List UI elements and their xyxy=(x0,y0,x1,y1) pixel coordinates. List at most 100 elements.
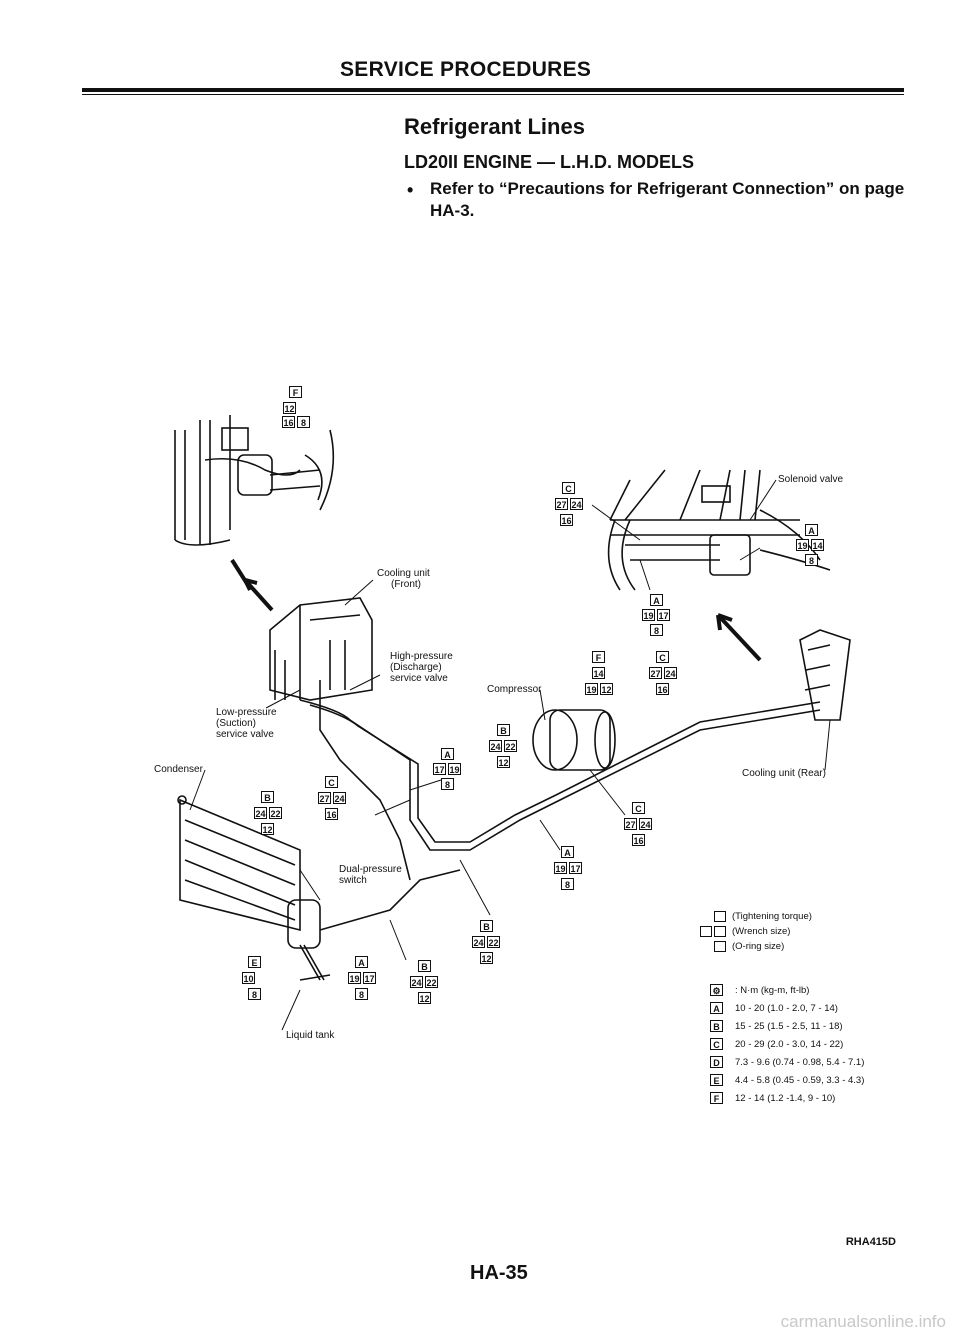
wrench-box-icon xyxy=(714,926,726,937)
wrench-size: 22 xyxy=(487,936,500,948)
callout-oring: 8 xyxy=(355,988,368,1000)
wrench-size: 19 xyxy=(554,862,567,874)
wrench-size: 22 xyxy=(425,976,438,988)
legend-oring-size: (O-ring size) xyxy=(714,941,784,952)
callout-oring: 12 xyxy=(497,756,510,768)
oring-box-icon xyxy=(714,941,726,952)
wrench-size: 17 xyxy=(433,763,446,775)
callout-c-compressor: C xyxy=(656,651,669,663)
torque-letter: A xyxy=(355,956,368,968)
callout-c-mid: C xyxy=(325,776,338,788)
label-liquid-tank: Liquid tank xyxy=(286,1030,335,1041)
torque-row-e: E 4.4 - 5.8 (0.45 - 0.59, 3.3 - 4.3) xyxy=(710,1074,864,1086)
callout-a-solenoid-right: A xyxy=(805,524,818,536)
oring-size: 16 xyxy=(282,416,295,428)
wrench-size: 19 xyxy=(642,609,655,621)
wrench-size: 24 xyxy=(639,818,652,830)
oring-size: 8 xyxy=(561,878,574,890)
label-low-pressure-valve: Low-pressure (Suction) service valve xyxy=(216,707,277,740)
oring-size: 8 xyxy=(650,624,663,636)
torque-letter: B xyxy=(497,724,510,736)
label-cooling-unit-front: Cooling unit (Front) xyxy=(377,568,430,590)
wrench-size: 22 xyxy=(504,740,517,752)
oring-size: 16 xyxy=(656,683,669,695)
callout-a-right: A xyxy=(561,846,574,858)
callout-wrench: 27 24 xyxy=(624,818,652,830)
header-rule-thin xyxy=(82,94,904,95)
torque-letter: C xyxy=(325,776,338,788)
oring-size: 12 xyxy=(480,952,493,964)
callout-wrench: 24 22 xyxy=(489,740,517,752)
callout-a-mid: A xyxy=(441,748,454,760)
wrench-size: 14 xyxy=(592,667,605,679)
callout-wrench: 27 24 xyxy=(318,792,346,804)
label-high-pressure-valve: High-pressure (Discharge) service valve xyxy=(390,651,453,684)
wrench-size: 22 xyxy=(269,807,282,819)
callout-wrench: 14 xyxy=(592,667,605,679)
torque-letter: E xyxy=(248,956,261,968)
torque-wrench-icon: ⚙ xyxy=(710,984,723,996)
callout-e-tank: E xyxy=(248,956,261,968)
callout-oring: 12 xyxy=(261,823,274,835)
torque-letter: B xyxy=(480,920,493,932)
callout-wrench: 24 22 xyxy=(410,976,438,988)
figure-code: RHA415D xyxy=(845,1236,896,1248)
callout-oring: 16 xyxy=(632,834,645,846)
callout-wrench: 24 22 xyxy=(472,936,500,948)
page-header-title: SERVICE PROCEDURES xyxy=(340,58,592,81)
torque-letter: A xyxy=(650,594,663,606)
oring-size: 12 xyxy=(418,992,431,1004)
label-cooling-unit-rear: Cooling unit (Rear) xyxy=(742,768,826,779)
torque-row-f: F 12 - 14 (1.2 -1.4, 9 - 10) xyxy=(710,1092,835,1104)
oring-size: 8 xyxy=(248,988,261,1000)
wrench-size: 24 xyxy=(664,667,677,679)
legend-tightening-torque: (Tightening torque) xyxy=(714,911,812,922)
oring-size: 12 xyxy=(497,756,510,768)
callout-wrench-top-left: 12 xyxy=(283,402,296,414)
oring-size: 16 xyxy=(325,808,338,820)
torque-letter: C xyxy=(632,802,645,814)
callout-wrench: 19 17 xyxy=(348,972,376,984)
callout-oring: 19 12 xyxy=(585,683,613,695)
torque-letter: B xyxy=(418,960,431,972)
torque-letter: A xyxy=(561,846,574,858)
callout-wrench: 10 xyxy=(242,972,255,984)
torque-letter: A xyxy=(441,748,454,760)
callout-b-tank: B xyxy=(418,960,431,972)
torque-row-c: C 20 - 29 (2.0 - 3.0, 14 - 22) xyxy=(710,1038,843,1050)
torque-row-a: A 10 - 20 (1.0 - 2.0, 7 - 14) xyxy=(710,1002,838,1014)
callout-wrench: 19 17 xyxy=(642,609,670,621)
wrench-size: 10 xyxy=(242,972,255,984)
callout-oring: 8 xyxy=(650,624,663,636)
wrench-size: 24 xyxy=(410,976,423,988)
section-subtitle: LD20II ENGINE — L.H.D. MODELS xyxy=(404,152,695,172)
callout-b-left: B xyxy=(261,791,274,803)
oring-size: 8 xyxy=(441,778,454,790)
callout-oring: 16 xyxy=(325,808,338,820)
torque-letter: B xyxy=(261,791,274,803)
page-number: HA-35 xyxy=(470,1262,528,1284)
wrench-size: 24 xyxy=(570,498,583,510)
wrench-size: 27 xyxy=(624,818,637,830)
legend-unit: ⚙ : N·m (kg-m, ft-lb) xyxy=(710,984,809,996)
callout-wrench: 19 14 xyxy=(796,539,824,551)
wrench-size: 24 xyxy=(333,792,346,804)
callout-c-solenoid-left: C xyxy=(562,482,575,494)
callout-b-lower: B xyxy=(480,920,493,932)
wrench-size: 19 xyxy=(448,763,461,775)
callout-a-solenoid-below: A xyxy=(650,594,663,606)
wrench-size: 17 xyxy=(657,609,670,621)
oring-size: 16 xyxy=(560,514,573,526)
oring-size: 8 xyxy=(297,416,310,428)
wrench-size: 24 xyxy=(489,740,502,752)
callout-oring-top-left: 16 8 xyxy=(282,416,310,428)
oring-size: 8 xyxy=(355,988,368,1000)
wrench-size: 17 xyxy=(569,862,582,874)
torque-row-d: D 7.3 - 9.6 (0.74 - 0.98, 5.4 - 7.1) xyxy=(710,1056,864,1068)
wrench-size: 12 xyxy=(283,402,296,414)
wrench-size: 24 xyxy=(472,936,485,948)
section-title: Refrigerant Lines xyxy=(404,114,585,139)
torque-letter: C xyxy=(562,482,575,494)
callout-wrench: 24 22 xyxy=(254,807,282,819)
